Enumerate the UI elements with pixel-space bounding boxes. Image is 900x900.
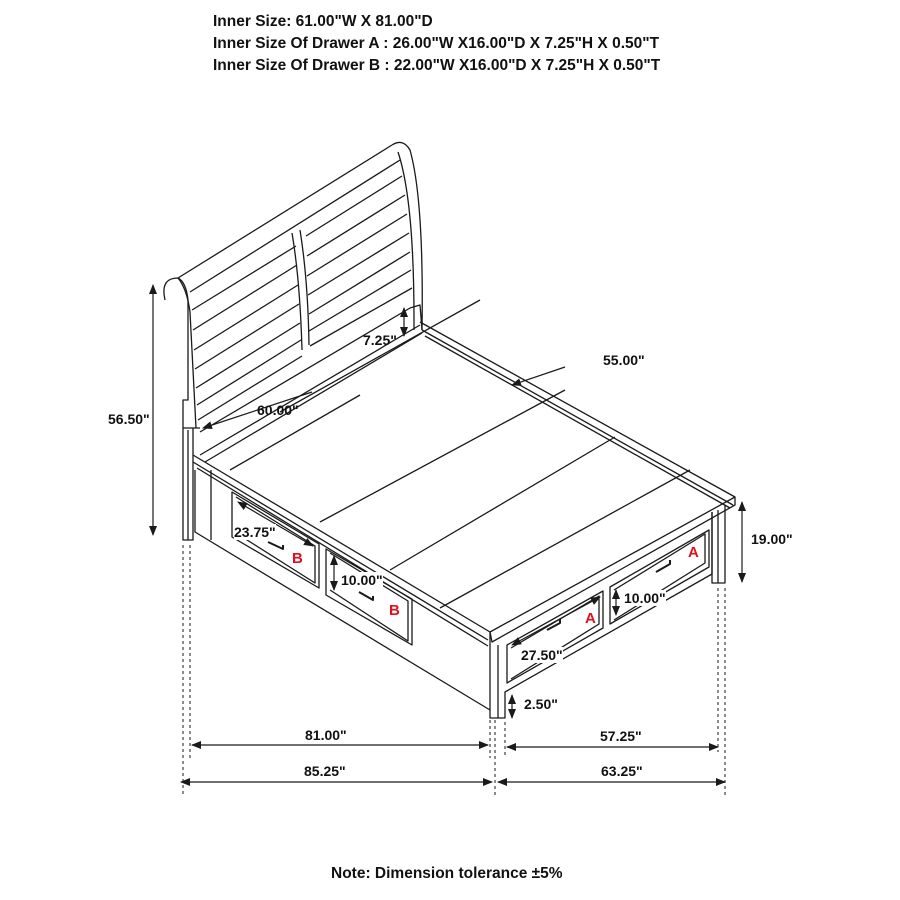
drawer-b-size-text: Inner Size Of Drawer B : 22.00"W X16.00"… — [213, 57, 661, 74]
outer-width-label: 63.25" — [601, 763, 643, 779]
inner-width-label: 57.25" — [600, 728, 642, 744]
footboard-diag-label: 55.00" — [603, 352, 645, 368]
projection-lines — [182, 545, 726, 795]
drawer-a-width-label: 27.50" — [521, 647, 563, 663]
tolerance-note: Note: Dimension tolerance ±5% — [331, 865, 563, 882]
drawer-a-size-text: Inner Size Of Drawer A : 26.00"W X16.00"… — [213, 35, 660, 52]
drawer-a-letter-2: A — [688, 544, 699, 561]
footboard-height-label: 19.00" — [751, 531, 793, 547]
drawer-b-letter-2: B — [389, 602, 400, 619]
bed-frame — [192, 299, 736, 719]
drawer-a-height-label: 10.00" — [624, 590, 666, 606]
ground-clearance-label: 2.50" — [524, 696, 558, 712]
drawer-b-width-label: 23.75" — [234, 524, 276, 540]
headboard-width-label: 60.00" — [257, 402, 299, 418]
rail-height-label: 7.25" — [363, 332, 397, 348]
headboard — [163, 141, 423, 541]
drawer-b-letter-1: B — [292, 550, 303, 567]
drawer-b-right — [325, 548, 413, 646]
headboard-height-label: 56.50" — [108, 411, 150, 427]
spec-header: Inner Size: 61.00"W X 81.00"D Inner Size… — [213, 11, 660, 77]
drawer-b-height-label: 10.00" — [341, 572, 383, 588]
drawer-a-letter-1: A — [585, 610, 596, 627]
dimension-lines — [149, 284, 746, 786]
inner-length-label: 81.00" — [305, 727, 347, 743]
outer-length-label: 85.25" — [304, 763, 346, 779]
inner-size-text: Inner Size: 61.00"W X 81.00"D — [213, 13, 433, 30]
drawer-a-left — [506, 590, 604, 684]
